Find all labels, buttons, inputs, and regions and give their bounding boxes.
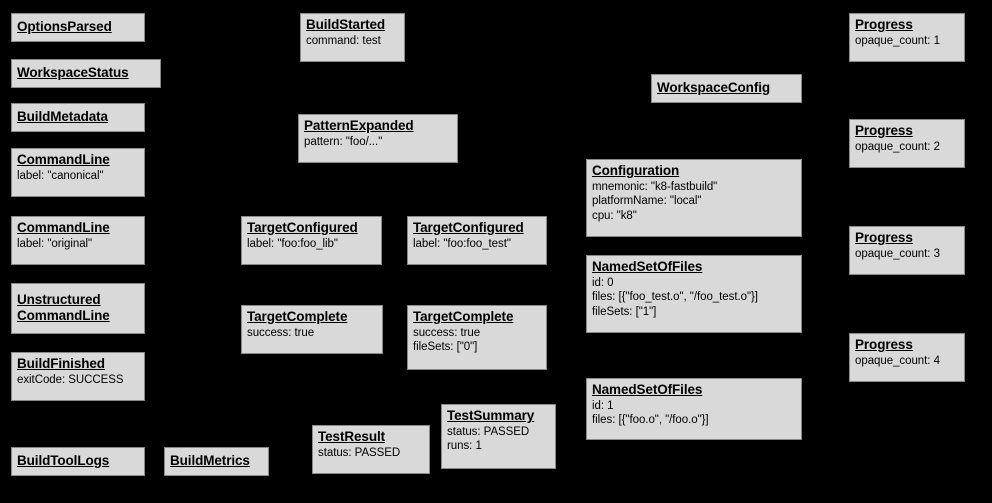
event-node-fields: id: 1 files: [{"foo.o", "/foo.o"}] xyxy=(592,399,796,428)
event-node-title: Configuration xyxy=(592,163,680,178)
event-node-title: Progress xyxy=(855,17,913,32)
event-node-target-configured-foo-lib[interactable]: TargetConfigured label: "foo:foo_lib" xyxy=(241,216,382,265)
event-node-fields: success: true xyxy=(247,326,377,340)
event-node-field: command: test xyxy=(306,34,381,47)
event-node-title: WorkspaceConfig xyxy=(657,80,771,96)
event-node-fields: exitCode: SUCCESS xyxy=(17,373,139,387)
event-node-field: opaque_count: 1 xyxy=(855,34,940,47)
event-node-title: TestSummary xyxy=(447,408,535,423)
event-node-build-finished[interactable]: BuildFinished exitCode: SUCCESS xyxy=(11,352,145,401)
event-node-title: Progress xyxy=(855,230,913,245)
event-node-field: opaque_count: 3 xyxy=(855,247,940,260)
event-node-field: runs: 1 xyxy=(447,440,482,453)
event-node-title: TargetConfigured xyxy=(413,220,524,235)
event-node-fields: success: true fileSets: ["0"] xyxy=(413,326,541,355)
event-node-title: BuildStarted xyxy=(306,17,386,32)
event-node-fields: label: "canonical" xyxy=(17,169,139,183)
event-node-title: NamedSetOfFiles xyxy=(592,259,703,274)
event-node-title: NamedSetOfFiles xyxy=(592,382,703,397)
event-node-field: mnemonic: "k8-fastbuild" xyxy=(592,180,718,193)
event-node-title: WorkspaceStatus xyxy=(17,65,129,81)
event-node-title: TestResult xyxy=(318,429,386,444)
event-node-build-started[interactable]: BuildStarted command: test xyxy=(300,13,405,62)
event-node-title: TargetConfigured xyxy=(247,220,358,235)
event-node-title: CommandLine xyxy=(17,220,110,235)
event-node-field: exitCode: SUCCESS xyxy=(17,373,124,386)
event-node-title: PatternExpanded xyxy=(304,118,414,133)
event-node-title: Unstructured CommandLine xyxy=(17,292,110,323)
event-node-fields: opaque_count: 2 xyxy=(855,140,959,154)
event-node-fields: label: "foo:foo_test" xyxy=(413,237,541,251)
event-node-fields: status: PASSED runs: 1 xyxy=(447,425,550,454)
event-node-field: cpu: "k8" xyxy=(592,209,637,222)
event-node-configuration[interactable]: Configuration mnemonic: "k8-fastbuild" pla… xyxy=(586,159,802,237)
event-node-field: label: "foo:foo_test" xyxy=(413,237,511,250)
event-node-target-complete-lib[interactable]: TargetComplete success: true xyxy=(241,305,383,354)
event-node-fields: command: test xyxy=(306,34,399,48)
event-node-workspace-config[interactable]: WorkspaceConfig xyxy=(651,74,802,103)
event-node-unstructured-command-line[interactable]: Unstructured CommandLine xyxy=(11,283,145,334)
event-node-command-line-original[interactable]: CommandLine label: "original" xyxy=(11,216,145,265)
event-node-fields: label: "foo:foo_lib" xyxy=(247,237,376,251)
event-node-fields: label: "original" xyxy=(17,237,139,251)
event-node-fields: opaque_count: 1 xyxy=(855,34,959,48)
event-node-fields: pattern: "foo/..." xyxy=(304,135,452,149)
event-node-field: files: [{"foo.o", "/foo.o"}] xyxy=(592,414,709,427)
event-node-title: BuildToolLogs xyxy=(17,453,110,469)
event-node-fields: status: PASSED xyxy=(318,446,424,460)
event-node-title: Progress xyxy=(855,123,913,138)
event-node-field: label: "canonical" xyxy=(17,169,104,182)
event-node-fields: opaque_count: 4 xyxy=(855,354,959,368)
event-node-field: status: PASSED xyxy=(447,425,530,438)
event-node-field: label: "foo:foo_lib" xyxy=(247,237,338,250)
event-node-title: BuildFinished xyxy=(17,356,105,371)
event-node-title: Progress xyxy=(855,337,913,352)
event-node-fields: mnemonic: "k8-fastbuild" platformName: "l… xyxy=(592,180,796,223)
event-node-field: label: "original" xyxy=(17,237,93,250)
event-node-field: id: 0 xyxy=(592,276,614,289)
event-node-target-complete-test[interactable]: TargetComplete success: true fileSets: ["0… xyxy=(407,305,547,370)
event-node-workspace-status[interactable]: WorkspaceStatus xyxy=(11,59,161,88)
event-node-field: success: true xyxy=(413,326,481,339)
event-node-title: CommandLine xyxy=(17,152,110,167)
event-node-fields: id: 0 files: [{"foo_test.o", "/foo_test.o… xyxy=(592,276,796,319)
event-node-field: pattern: "foo/..." xyxy=(304,135,383,148)
event-node-build-metadata[interactable]: BuildMetadata xyxy=(11,103,145,132)
event-node-progress-1[interactable]: Progress opaque_count: 1 xyxy=(849,13,965,62)
event-node-progress-2[interactable]: Progress opaque_count: 2 xyxy=(849,119,965,168)
event-node-named-set-of-files-0[interactable]: NamedSetOfFiles id: 0 files: [{"foo_test.o… xyxy=(586,255,802,333)
event-node-field: platformName: "local" xyxy=(592,195,702,208)
event-node-field: fileSets: ["0"] xyxy=(413,341,478,354)
event-node-field: opaque_count: 2 xyxy=(855,140,940,153)
event-node-title: OptionsParsed xyxy=(17,19,112,35)
event-node-options-parsed[interactable]: OptionsParsed xyxy=(11,13,145,42)
event-node-field: success: true xyxy=(247,326,315,339)
event-node-field: opaque_count: 4 xyxy=(855,354,940,367)
event-node-title: TargetComplete xyxy=(413,309,514,324)
event-node-target-configured-foo-test[interactable]: TargetConfigured label: "foo:foo_test" xyxy=(407,216,547,265)
event-node-field: status: PASSED xyxy=(318,446,401,459)
event-node-field: files: [{"foo_test.o", "/foo_test.o"}] xyxy=(592,291,758,304)
event-node-field: fileSets: ["1"] xyxy=(592,305,657,318)
event-node-command-line-canonical[interactable]: CommandLine label: "canonical" xyxy=(11,148,145,197)
event-node-title: BuildMetrics xyxy=(170,453,250,469)
event-node-named-set-of-files-1[interactable]: NamedSetOfFiles id: 1 files: [{"foo.o", "/… xyxy=(586,378,802,440)
event-node-field: id: 1 xyxy=(592,399,614,412)
event-node-fields: opaque_count: 3 xyxy=(855,247,959,261)
event-node-title: TargetComplete xyxy=(247,309,348,324)
event-node-progress-4[interactable]: Progress opaque_count: 4 xyxy=(849,333,965,382)
event-node-build-metrics[interactable]: BuildMetrics xyxy=(164,447,269,476)
event-node-build-tool-logs[interactable]: BuildToolLogs xyxy=(11,447,145,476)
event-node-pattern-expanded[interactable]: PatternExpanded pattern: "foo/..." xyxy=(298,114,458,163)
event-node-test-result[interactable]: TestResult status: PASSED xyxy=(312,425,430,474)
event-node-test-summary[interactable]: TestSummary status: PASSED runs: 1 xyxy=(441,404,556,469)
event-node-title: BuildMetadata xyxy=(17,109,108,125)
event-node-progress-3[interactable]: Progress opaque_count: 3 xyxy=(849,226,965,275)
